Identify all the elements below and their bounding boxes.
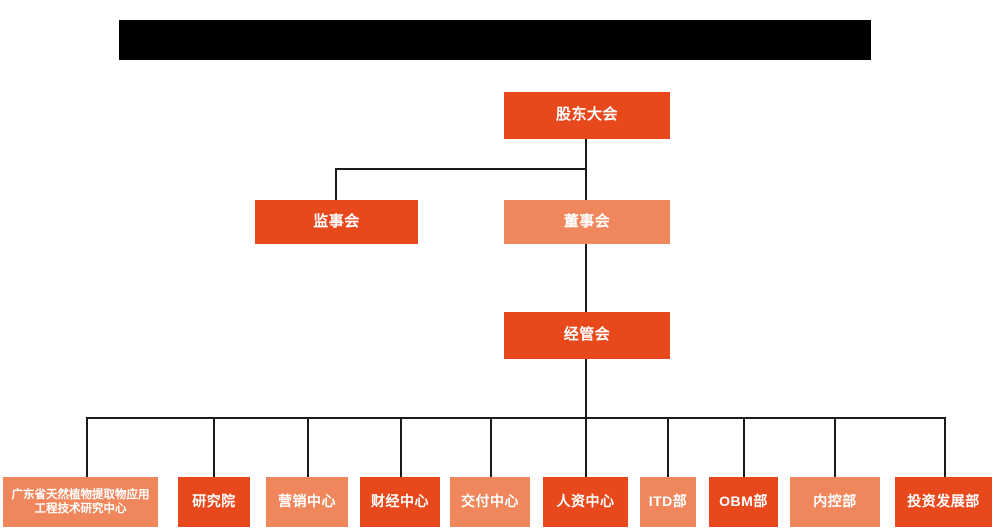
node-dept-itd[interactable]: ITD部 xyxy=(640,477,696,527)
node-shareholders-meeting[interactable]: 股东大会 xyxy=(504,92,670,139)
connector-drop-dept-3 xyxy=(307,417,309,477)
connector-drop-dept-5 xyxy=(490,417,492,477)
redacted-title-banner xyxy=(119,20,871,60)
connector-drop-dept-4 xyxy=(400,417,402,477)
connector-department-bus xyxy=(86,417,946,419)
node-dept-finance-center[interactable]: 财经中心 xyxy=(360,477,440,527)
connector-management-bus xyxy=(585,358,587,418)
node-dept-delivery-center[interactable]: 交付中心 xyxy=(450,477,530,527)
node-dept-investment-development[interactable]: 投资发展部 xyxy=(895,477,992,527)
node-management-committee[interactable]: 经管会 xyxy=(504,312,670,359)
node-dept-marketing-center[interactable]: 营销中心 xyxy=(266,477,348,527)
connector-drop-dept-2 xyxy=(213,417,215,477)
connector-drop-dept-6 xyxy=(585,417,587,477)
connector-drop-dept-7 xyxy=(667,417,669,477)
connector-shareholders-down xyxy=(585,139,587,169)
connector-drop-dept-9 xyxy=(834,417,836,477)
node-dept-hr-center[interactable]: 人资中心 xyxy=(543,477,628,527)
connector-down-supervisors xyxy=(335,168,337,200)
connector-drop-dept-10 xyxy=(944,417,946,477)
node-board-of-supervisors[interactable]: 监事会 xyxy=(255,200,418,244)
node-dept-internal-control[interactable]: 内控部 xyxy=(790,477,880,527)
node-dept-research-institute[interactable]: 研究院 xyxy=(178,477,250,527)
connector-directors-management xyxy=(585,243,587,312)
connector-split-level2 xyxy=(335,168,587,170)
node-board-of-directors[interactable]: 董事会 xyxy=(504,200,670,244)
node-dept-obm[interactable]: OBM部 xyxy=(709,477,778,527)
node-dept-guangdong-research-center[interactable]: 广东省天然植物提取物应用工程技术研究中心 xyxy=(3,477,158,527)
connector-down-directors xyxy=(585,168,587,200)
connector-drop-dept-1 xyxy=(86,417,88,477)
connector-drop-dept-8 xyxy=(743,417,745,477)
